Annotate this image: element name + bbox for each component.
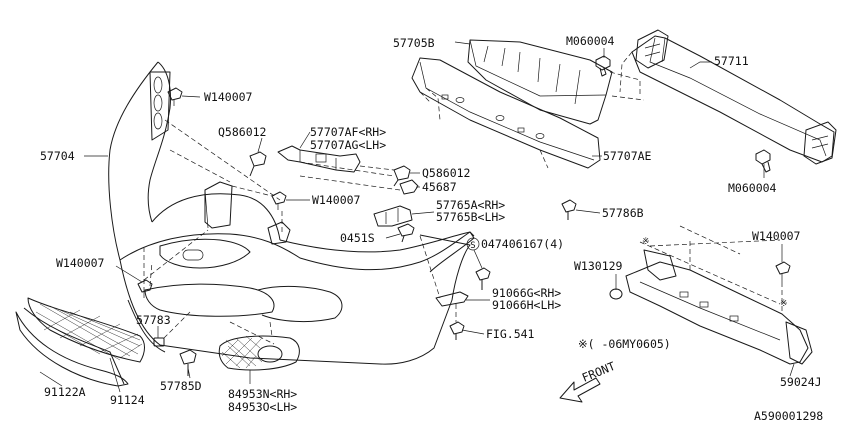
grille-mesh-91124	[27, 297, 145, 363]
screw-0451S	[397, 223, 415, 243]
bracket-91066G-H	[435, 291, 469, 307]
screw-Q586012-right	[393, 165, 411, 187]
label-57711: 57711	[714, 54, 749, 68]
label-57707AG: 57707AG<LH>	[310, 138, 386, 152]
leader-57711	[689, 61, 712, 69]
label-W140007-right: W140007	[752, 229, 801, 243]
bumper-beam-57711	[631, 29, 837, 165]
screw-047406167	[475, 267, 491, 290]
label-91066H: 91066H<LH>	[492, 298, 561, 312]
label-FIG541: FIG.541	[486, 327, 535, 341]
leader-91124	[109, 357, 121, 393]
label-57707AF: 57707AF<RH>	[310, 125, 386, 139]
label-W140007-top: W140007	[204, 90, 253, 104]
label-57705B: 57705B	[393, 36, 435, 50]
label-57786B: 57786B	[602, 206, 644, 220]
label-91122A: 91122A	[44, 385, 86, 399]
leader-FIG541	[461, 329, 485, 335]
screw-Q586012-left	[249, 151, 267, 177]
s-circle-letter: S	[470, 241, 475, 251]
label-M060004-upper: M060004	[566, 34, 615, 48]
leader-57765A	[411, 211, 435, 215]
label-57707AE: 57707AE	[603, 149, 652, 163]
asterisk-marker-b: ※	[780, 299, 788, 309]
front-arrow-icon	[559, 377, 601, 403]
label-91124: 91124	[110, 393, 145, 407]
clip-W140007-right	[775, 261, 791, 282]
s-circle-icon: S	[466, 237, 480, 251]
leader-W140007c	[115, 265, 143, 283]
leader-Q586012a	[257, 137, 263, 153]
label-57783: 57783	[136, 313, 171, 327]
label-diagram-id: A590001298	[754, 409, 823, 423]
label-note: ※( -06MY0605)	[578, 337, 671, 351]
fog-cover-84953N-O	[218, 335, 300, 371]
leader-59024J	[789, 363, 795, 377]
screw-57785D	[179, 349, 197, 376]
screw-57786B	[561, 199, 577, 220]
bolt-M060004-lower	[755, 149, 771, 173]
label-Q586012-left: Q586012	[218, 125, 266, 139]
label-047406167: 047406167(4)	[481, 237, 564, 251]
label-0451S: 0451S	[340, 231, 375, 245]
label-45687: 45687	[422, 180, 457, 194]
bracket-57707AF-AG	[277, 145, 361, 173]
leader-57705B	[454, 41, 471, 45]
label-84953O: 84953O<LH>	[228, 400, 297, 414]
label-57704: 57704	[40, 149, 75, 163]
leader-W140007a	[181, 95, 201, 98]
grille-91122A	[15, 307, 129, 387]
label-57765A: 57765A<RH>	[436, 198, 505, 212]
leader-0451S	[385, 233, 401, 239]
under-cover-59024J	[625, 249, 813, 365]
leader-91122A	[39, 371, 63, 387]
clip-W130129	[609, 288, 623, 300]
label-59024J: 59024J	[780, 375, 822, 389]
label-91066G: 91066G<RH>	[492, 286, 561, 300]
label-front: FRONT	[580, 359, 617, 385]
label-W140007-left: W140007	[56, 256, 105, 270]
clip-W140007-left	[137, 279, 153, 298]
leader-57786B	[575, 209, 601, 214]
label-84953N: 84953N<RH>	[228, 387, 297, 401]
bolt-FIG541	[449, 321, 465, 340]
bracket-57765A-B	[373, 205, 413, 227]
leader-57707AF	[299, 131, 311, 149]
label-W140007-mid: W140007	[312, 193, 361, 207]
clip-W140007-mid	[271, 191, 287, 210]
clip-57783	[153, 337, 165, 347]
label-57785D: 57785D	[160, 379, 202, 393]
label-57765B: 57765B<LH>	[436, 210, 505, 224]
reinforcement-57707AE	[411, 57, 601, 169]
energy-absorber-57705B	[467, 39, 613, 125]
bumper-cover-57704	[108, 61, 475, 365]
leader-047406167	[473, 249, 483, 269]
label-Q586012-right: Q586012	[422, 166, 470, 180]
clip-W140007-top	[167, 87, 183, 106]
bolt-M060004-upper	[595, 55, 611, 77]
label-W130129: W130129	[574, 259, 623, 273]
asterisk-marker-a: ※	[642, 237, 650, 247]
clip-45687	[399, 179, 419, 195]
leader-57785D	[187, 367, 191, 379]
label-M060004-lower: M060004	[728, 181, 777, 195]
